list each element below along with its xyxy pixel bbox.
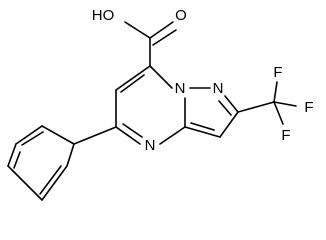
bond-cooh-carbonyl-double xyxy=(152,29,177,46)
bond-phenyl-4 xyxy=(7,143,17,167)
bond-c3-c3a-double xyxy=(190,122,215,131)
bond-c5-n-pyrimidine xyxy=(115,126,141,145)
bond-c7-c6 xyxy=(115,65,151,91)
hydroxyl-label: HO xyxy=(92,7,115,24)
bond-phenyl-3 xyxy=(7,165,43,201)
bridgehead-nitrogen-label: N xyxy=(175,80,186,97)
bond-phenyl-1 xyxy=(66,143,75,167)
bond-phenyl-6 xyxy=(41,125,75,145)
bond-c5-phenyl xyxy=(73,126,117,145)
bond-c2-cf3 xyxy=(237,101,275,113)
bond-cooh-oh xyxy=(124,21,151,39)
carbonyl-oxygen-label: O xyxy=(175,7,187,24)
bond-phenyl-inner-c xyxy=(13,151,21,169)
bond-phenyl-inner-a xyxy=(39,165,62,195)
fluorine-bottom-label: F xyxy=(281,127,290,144)
bond-c5-n-pyrimidine-double xyxy=(122,123,143,138)
bond-c7-c6-double xyxy=(120,74,145,93)
fluorine-top-label: F xyxy=(273,64,282,81)
bond-cooh-carbonyl xyxy=(149,21,174,39)
bond-n-pyrazole-c2 xyxy=(224,95,239,113)
bond-n-pyrazole-c2-double xyxy=(218,100,232,116)
bond-c7-n-bridge xyxy=(149,65,173,89)
bond-cf3-f-right xyxy=(273,101,297,107)
pyrazole-nitrogen-label: N xyxy=(213,80,224,97)
bond-c3-c3a xyxy=(184,126,221,138)
bond-c2-c3 xyxy=(219,111,239,138)
bond-phenyl-5 xyxy=(15,125,43,145)
bond-phenyl-2 xyxy=(41,165,68,201)
fluorine-right-label: F xyxy=(304,99,313,116)
bond-cf3-f-bottom xyxy=(273,101,284,125)
chemical-structure: HO O N N N F F F xyxy=(7,7,314,201)
bond-phenyl-inner-b xyxy=(21,131,44,146)
pyrimidine-nitrogen-label: N xyxy=(145,137,156,154)
bond-n-pyrimidine-c3a xyxy=(159,126,186,145)
bond-cf3-f-top xyxy=(273,81,278,103)
